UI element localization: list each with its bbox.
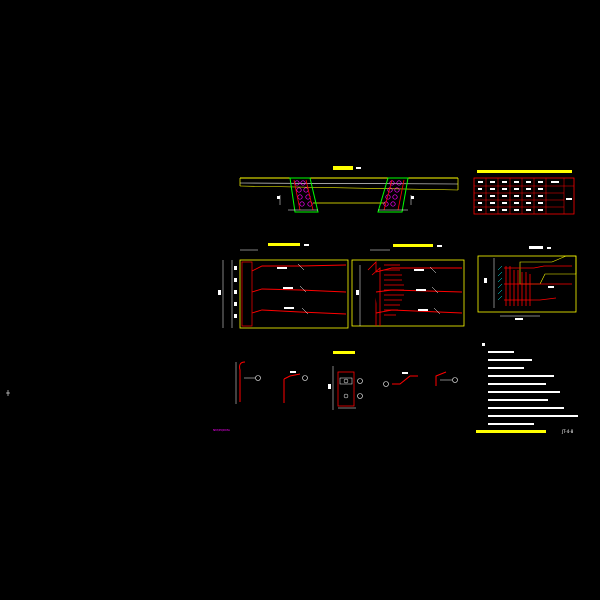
deck-line-2 (239, 182, 459, 185)
material-table (473, 170, 575, 215)
section-detail-left (218, 243, 349, 329)
circle-marker-icon (302, 375, 308, 381)
section-center-callouts (356, 269, 428, 311)
left-end-rebar (294, 180, 313, 207)
section-left-dim-text (218, 266, 237, 318)
circle-marker-icon (255, 375, 261, 381)
section-center-stirrups (367, 261, 404, 326)
section-detail-center (351, 244, 465, 327)
left-end-block (289, 177, 319, 213)
section-mark-right (411, 196, 414, 199)
section-right-bars (504, 265, 572, 306)
section-detail-right (477, 246, 577, 320)
rebar-detail-4 (383, 372, 418, 387)
section-left-title (268, 243, 300, 246)
rebar-detail-2 (283, 371, 308, 403)
table-title-bar (477, 170, 572, 173)
section-center-dims (359, 249, 390, 326)
section-left-dims (222, 249, 258, 328)
circle-marker-icon (452, 377, 458, 383)
section-right-hatch (497, 265, 503, 301)
section-center-leaders (429, 266, 441, 315)
section-right-title (529, 246, 543, 249)
deck-line-3 (239, 185, 459, 191)
section-right-labels (484, 278, 554, 320)
section-center-title (393, 244, 433, 247)
right-end-bars (383, 179, 405, 211)
circle-marker-icon (357, 393, 363, 399)
corner-stamp: NM/PQDMA (213, 428, 231, 432)
title-block: JT-4-8 (476, 429, 574, 434)
left-end-bars (293, 179, 314, 211)
table-grid (474, 178, 574, 214)
section-left-leaders (297, 263, 309, 315)
elevation-title-scale (356, 167, 361, 169)
sheet-number: JT-4-8 (561, 429, 574, 434)
rebar-detail-1 (235, 361, 261, 404)
cross-marker-icon (6, 390, 10, 396)
section-mark-left (277, 196, 280, 199)
right-end-rebar (383, 180, 402, 207)
section-center-bars (375, 267, 463, 314)
rebar-detail-3-section (328, 351, 363, 410)
elevation-title-bar (333, 166, 353, 170)
section-right-dims (493, 258, 540, 317)
table-cell-marks (478, 181, 572, 211)
right-end-block (377, 177, 409, 213)
general-notes (482, 343, 578, 425)
drawing-title-bar (476, 430, 546, 433)
circle-marker-icon (383, 381, 389, 387)
elevation-view (239, 166, 459, 213)
section-left-bars (251, 264, 347, 315)
circle-marker-icon (357, 378, 363, 384)
rebar-detail-5 (435, 371, 458, 386)
section-left-callouts (277, 267, 294, 309)
